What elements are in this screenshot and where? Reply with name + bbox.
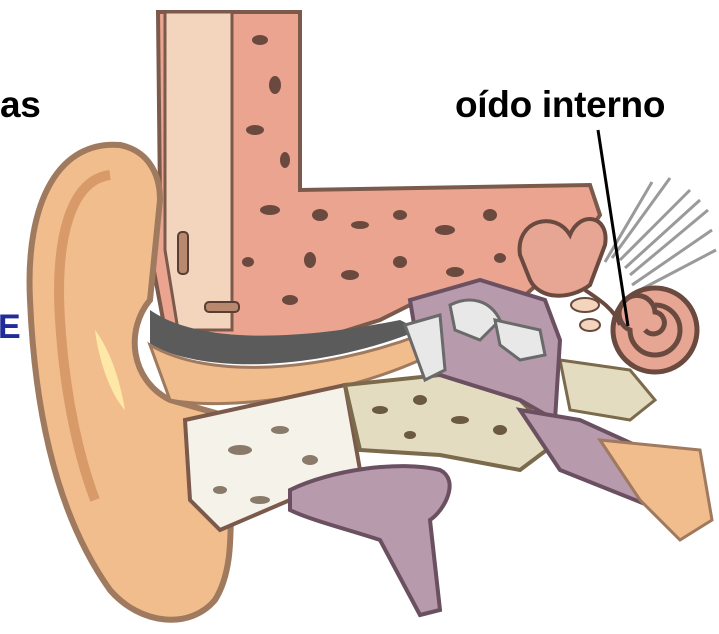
- cartilage-slot-horizontal: [205, 302, 239, 312]
- inner-ear-label: oído interno: [455, 84, 665, 126]
- cartilage-slot-vertical: [178, 232, 188, 274]
- outer-ear-label-partial: as: [0, 84, 41, 126]
- cartilage-strip: [165, 12, 232, 330]
- edge-label-partial: E: [0, 308, 21, 347]
- lower-tissue: [290, 466, 450, 615]
